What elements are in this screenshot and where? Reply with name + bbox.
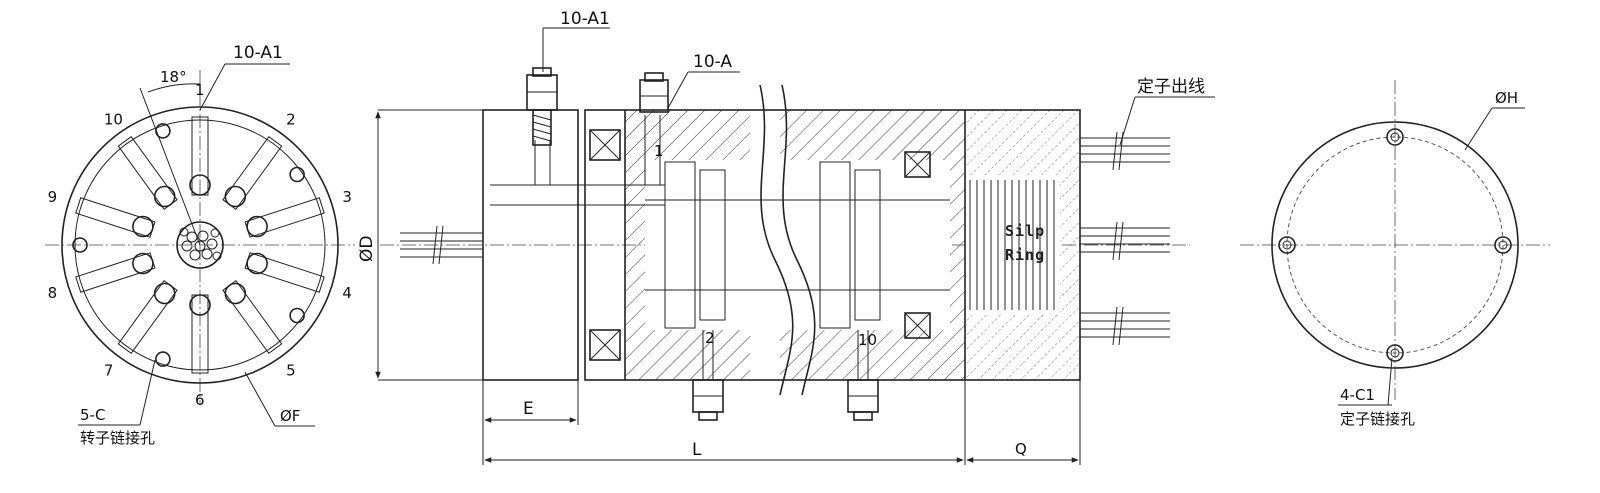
port-number-label: 2 <box>286 111 296 129</box>
port-number-label: 4 <box>342 284 352 302</box>
angle-label: 18° <box>160 68 187 86</box>
break-line-left <box>759 84 794 396</box>
bearing-right <box>904 151 931 339</box>
dia-f-leader <box>244 371 276 427</box>
port-hole <box>153 185 176 208</box>
hole-note: 转子链接孔 <box>80 429 155 447</box>
port-number-label: 7 <box>104 361 114 379</box>
port-number-label: 5 <box>286 361 296 379</box>
port-number-label: 3 <box>342 188 352 206</box>
front-view: 18° 10-A1 1 2 3 4 5 6 7 8 9 10 5-C 转子链接孔 ØF <box>45 43 355 447</box>
bolt-circle <box>1286 136 1504 354</box>
stator-hole <box>1386 128 1404 146</box>
port-channel <box>222 280 283 354</box>
rotor-core-cutout <box>645 160 950 330</box>
port-channel <box>117 136 178 210</box>
end-hole-callout: 4-C1 <box>1340 386 1375 404</box>
central-wire-bundle <box>176 221 224 269</box>
fitting-top-right <box>639 72 669 113</box>
port-channel <box>75 197 156 238</box>
channel-1-label: 1 <box>654 142 664 160</box>
flange-outline <box>61 106 339 384</box>
stator-hole-bore <box>1390 132 1400 142</box>
housing-outline <box>584 109 1081 381</box>
ring-word-1: Silp <box>1005 222 1045 240</box>
stator-wires <box>1080 131 1170 346</box>
port-number-label: 8 <box>48 284 58 302</box>
channel-10-label: 10 <box>858 331 877 349</box>
rotor-wires <box>400 225 483 265</box>
port-number-label: 9 <box>48 188 58 206</box>
dim-l-label: L <box>692 440 702 460</box>
port-hole <box>132 215 154 238</box>
fitting-top-left <box>526 67 558 146</box>
mounting-hole <box>289 166 305 183</box>
callout-port-top: 10-A1 <box>560 9 610 29</box>
fitting-bottom-10 <box>847 330 879 421</box>
stator-mounting-holes <box>1278 128 1512 362</box>
stator-hole <box>1278 236 1296 254</box>
end-hole-note: 定子链接孔 <box>1340 410 1415 428</box>
callout-leader <box>199 63 226 111</box>
wire-break <box>1112 221 1124 261</box>
port-hole <box>189 174 211 196</box>
stator-hole-bore <box>1498 240 1508 250</box>
port-hole <box>224 185 247 208</box>
port-number-label: 1 <box>195 81 205 99</box>
stator-hole-bore <box>1282 240 1292 250</box>
callout-port-side: 10-A <box>693 52 732 72</box>
port-channel <box>117 280 178 354</box>
dia-h-label: ØH <box>1495 89 1518 107</box>
dia-f-label: ØF <box>280 407 300 425</box>
angle-arc <box>147 83 201 93</box>
ring-word-2: Ring <box>1005 246 1045 264</box>
break-line-right <box>781 84 816 396</box>
port-holes <box>132 174 268 316</box>
hole-callout-label: 5-C <box>80 406 105 424</box>
port-hole <box>224 282 247 305</box>
inner-flange-ring <box>74 119 326 371</box>
port-hole <box>246 215 268 238</box>
port-channel <box>222 136 283 210</box>
mounting-hole <box>289 307 305 324</box>
port-hole <box>246 252 268 275</box>
wire-note: 定子出线 <box>1137 77 1205 97</box>
mounting-hole <box>155 351 171 367</box>
stator-hole <box>1494 236 1512 254</box>
port-number-labels: 1 2 3 4 5 6 7 8 9 10 <box>48 81 352 409</box>
port-channel <box>75 252 156 293</box>
mounting-hole <box>72 237 88 253</box>
port-hole <box>189 294 211 316</box>
end-hole-leader <box>1387 357 1393 406</box>
fitting-bottom-2 <box>692 330 724 421</box>
hole-callout-leader <box>139 359 156 426</box>
port-channel <box>244 252 325 293</box>
dia-h-leader <box>1464 107 1493 151</box>
port-channel <box>244 197 325 238</box>
port-hole <box>132 252 154 275</box>
channel-2-label: 2 <box>705 329 715 347</box>
callout-top-label: 10-A1 <box>233 43 283 63</box>
angle-leader <box>139 87 201 246</box>
mounting-holes <box>72 123 305 367</box>
port-side-leader <box>667 71 689 109</box>
bearing-left <box>589 129 621 361</box>
stator-hole <box>1386 344 1404 362</box>
slip-ring-fins <box>969 180 1055 310</box>
port-number-label: 10 <box>104 111 123 129</box>
dim-d-label: ØD <box>357 236 377 262</box>
internal-air-passage <box>490 115 665 206</box>
end-view: ØH 4-C1 定子链接孔 <box>1240 80 1550 428</box>
rotor-grooves <box>645 161 950 329</box>
wire-note-leader <box>1119 96 1136 146</box>
dim-e-label: E <box>523 399 534 419</box>
port-hole <box>153 282 176 305</box>
port-number-label: 6 <box>195 391 205 409</box>
stator-hole-bore <box>1390 348 1400 358</box>
side-section-view: Silp Ring <box>357 9 1215 465</box>
dim-q-label: Q <box>1015 440 1027 458</box>
end-outline <box>1271 121 1519 369</box>
wire-break <box>1112 306 1124 346</box>
